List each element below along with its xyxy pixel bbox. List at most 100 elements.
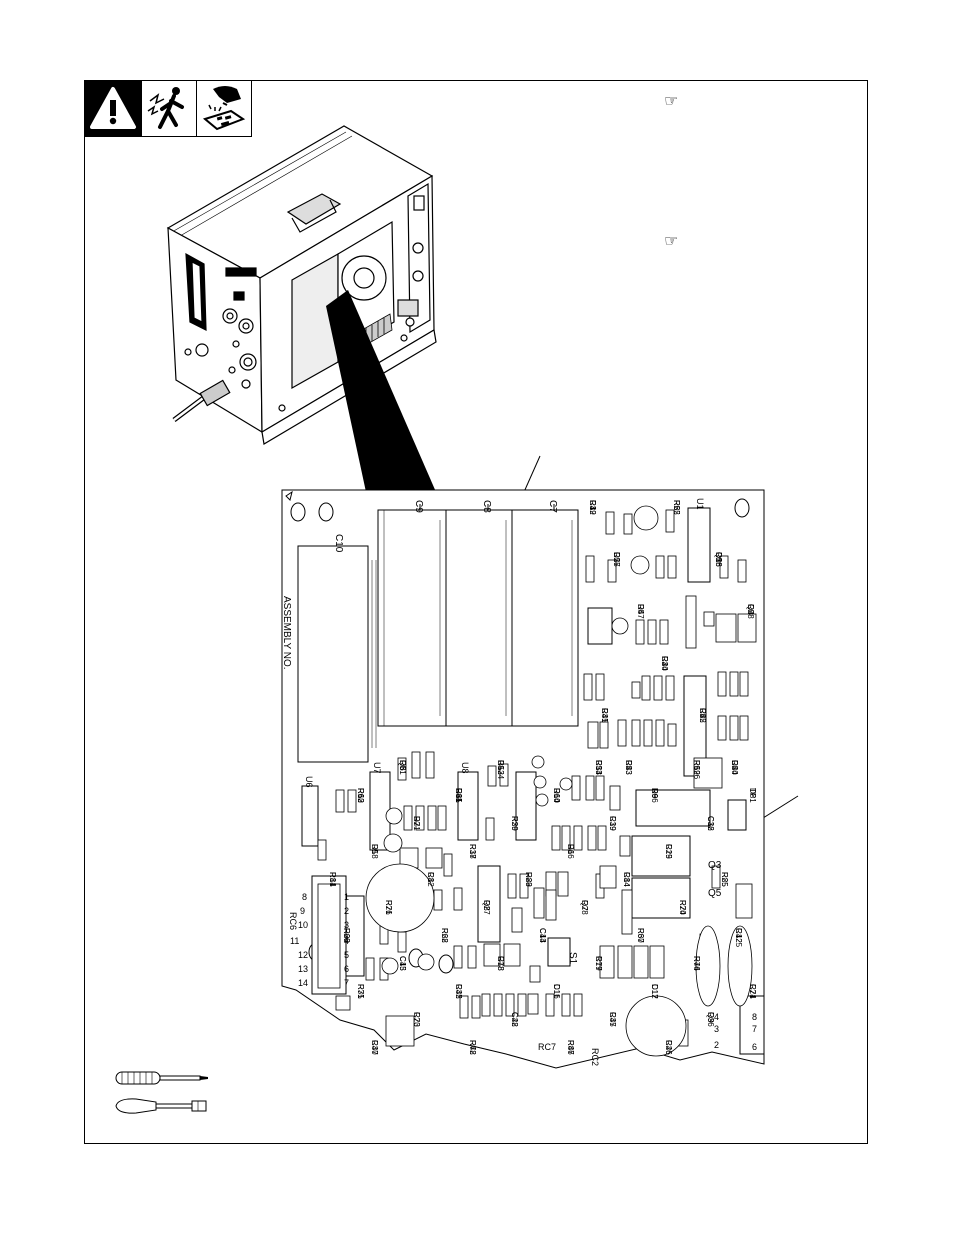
capacitor-label: C8: [481, 500, 492, 513]
safety-warning-strip: [84, 80, 252, 137]
component-label: R11: [454, 788, 463, 803]
component-label: R10: [552, 788, 561, 803]
pointing-hand-icon: ☞: [664, 91, 679, 110]
component-label: C3: [600, 708, 609, 719]
component-label: C23: [624, 760, 633, 775]
component-label: R37: [370, 1040, 379, 1055]
component-label: R125: [734, 928, 743, 948]
component-label: R64: [552, 788, 561, 803]
component-label: R5: [624, 760, 633, 771]
component-label: R66: [650, 788, 659, 803]
component-label: C27: [612, 552, 621, 567]
component-label: C40: [370, 1040, 379, 1055]
component-label: R78: [496, 956, 505, 971]
component-label: C19: [594, 956, 603, 971]
component-label: C17: [650, 984, 659, 999]
component-label: R21: [412, 816, 421, 831]
component-label: C14: [622, 872, 631, 887]
capacitor-label: C7: [547, 500, 558, 513]
assembly-label: ASSEMBLY NO.: [281, 596, 292, 670]
component-label: R14: [328, 872, 337, 887]
component-label: C44: [538, 928, 547, 943]
component-label: R73: [412, 1012, 421, 1027]
rc6-pin: 6: [344, 964, 349, 974]
component-label: R16: [566, 844, 575, 859]
component-label: R57: [636, 604, 645, 619]
component-label: R52: [672, 500, 681, 515]
component-label: C26: [664, 1040, 673, 1055]
transistor-label: Q5: [708, 888, 722, 899]
component-label: C45: [454, 984, 463, 999]
component-label: D6: [566, 844, 575, 855]
component-label: C33: [594, 760, 603, 775]
component-label: C1: [426, 872, 435, 883]
component-label: R26: [384, 900, 393, 915]
component-label: R126: [692, 760, 701, 780]
component-label: Q6: [398, 760, 407, 771]
component-label: R41: [600, 708, 609, 723]
rc6-pin: 4: [344, 936, 349, 946]
component-label: R65: [672, 500, 681, 515]
component-label: R61: [454, 788, 463, 803]
ic-label: U8: [460, 762, 470, 774]
component-label: C15: [398, 956, 407, 971]
component-label: R8: [398, 760, 407, 771]
component-label: R81: [328, 872, 337, 887]
connector-pin: 8: [752, 1012, 757, 1022]
component-label: D7: [412, 816, 421, 827]
component-label: R75: [356, 984, 365, 999]
rc6-pin: 5: [344, 950, 349, 960]
component-label: C13: [538, 928, 547, 943]
component-label: R77: [594, 956, 603, 971]
component-label: R31: [356, 984, 365, 999]
component-label: Q9: [706, 1012, 715, 1023]
component-label: D9: [650, 788, 659, 799]
component-label: R20: [510, 816, 519, 831]
component-label: D12: [650, 984, 659, 999]
component-label: R6: [698, 708, 707, 719]
screwdriver-icon: [115, 1071, 208, 1085]
rc6-pin: 8: [302, 892, 307, 902]
component-label: R40: [660, 656, 669, 671]
component-label: R9: [650, 788, 659, 799]
component-label: R54: [594, 760, 603, 775]
rc6-pin: 9: [300, 906, 305, 916]
component-label: R45: [600, 708, 609, 723]
rc6-pin: 7: [344, 978, 349, 988]
component-label: C5: [496, 760, 505, 771]
component-label: R38: [468, 844, 477, 859]
component-label: R42: [698, 708, 707, 723]
rc6-pin: 1: [344, 892, 349, 902]
transistor-label: Q3: [708, 860, 722, 871]
connector-pin: 2: [714, 1040, 719, 1050]
component-label: C12: [706, 816, 715, 831]
component-label: R51: [398, 760, 407, 775]
component-label: R44: [692, 956, 701, 971]
component-label: R29: [524, 872, 533, 887]
component-label: R2: [672, 500, 681, 511]
component-label: D4: [636, 604, 645, 615]
component-label: R50: [730, 760, 739, 775]
component-label: D11: [552, 984, 561, 999]
component-label: R48: [468, 1040, 477, 1055]
component-label: Q4: [746, 604, 755, 615]
component-label: R86: [566, 1040, 575, 1055]
rc2-label: RC2: [590, 1048, 600, 1066]
component-label: R23: [342, 928, 351, 943]
component-label: R24: [678, 900, 687, 915]
component-label: R67: [636, 928, 645, 943]
rc6-pin: 10: [298, 920, 308, 930]
component-label: R74: [748, 984, 757, 999]
component-label: Q7: [580, 900, 589, 911]
connector-pin: 3: [714, 1024, 719, 1034]
rc6-pin: 2: [344, 906, 349, 916]
component-label: R18: [370, 844, 379, 859]
rc7-label: RC7: [538, 1042, 556, 1052]
component-label: C29: [664, 844, 673, 859]
component-label: C39: [608, 816, 617, 831]
component-label: R25: [720, 872, 729, 887]
component-label: R27: [482, 900, 491, 915]
rc6-pin: 11: [290, 936, 299, 946]
switch-label: S1: [567, 952, 578, 965]
